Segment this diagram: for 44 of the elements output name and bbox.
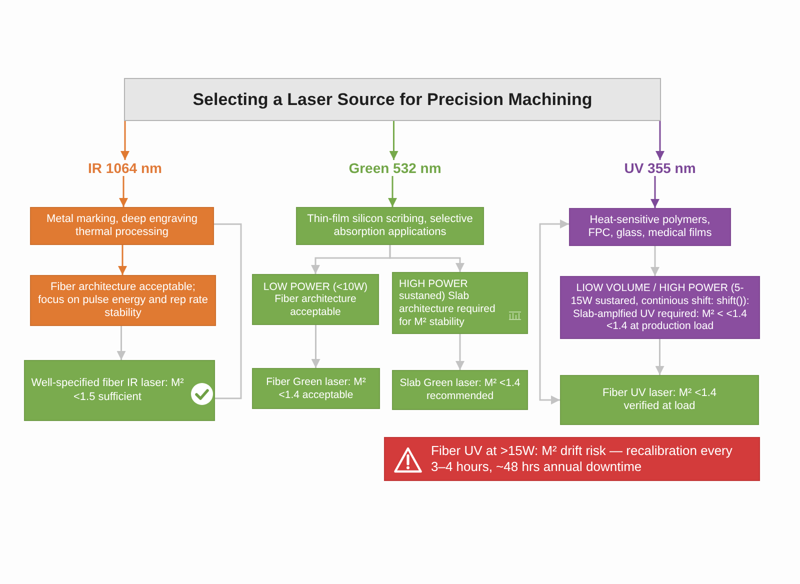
step-text: Fiber architecture acceptable; focus on pulse energy and rep rate stability [37,280,209,320]
step-text: LIOW VOLUME / HIGH POWER (5-15W sustared, continious shift: shift()): Slab-amplfied UV required: M² < <1.4 <1.4 at production load [570,282,750,333]
arrow [119,176,128,207]
arrow [650,176,660,208]
step-text: LOW POWER (<10W) Fiber architecture acceptable [262,280,369,318]
arrow [116,326,126,360]
step-text: Metal marking, deep engraving thermal processing [45,212,199,240]
wavelength-label: Green 532 nm [348,160,442,176]
arrow [389,245,464,272]
step-text: Slab Green laser: M² <1.4 recommended [399,377,521,403]
process-box [24,360,215,421]
arrow [656,121,664,160]
process-box [30,275,216,326]
arrow [120,121,130,160]
title-box [124,78,661,121]
step-text: Thin-film silicon scribing, selective absorption applications [306,212,474,240]
arrow [650,246,660,276]
arrow [539,219,569,404]
step-text: Fiber Green laser: M² <1.4 acceptable [265,376,367,402]
process-box [392,272,528,334]
arrow [655,339,664,375]
process-box [392,370,528,410]
wavelength-label: UV 355 nm [624,160,696,176]
arrow [389,121,398,160]
step-text: Heat-sensitive polymers, FPC, glass, medical films [587,214,713,240]
warning-banner [384,437,760,481]
process-box [560,276,760,339]
title-text: Selecting a Laser Source for Precision Machining [192,90,592,110]
step-text: HIGH POWER sustaned) Slab architecture required for M² stability [399,278,496,328]
warning-text: Fiber UV at >15W: M² drift risk — recalibration every 3–4 hours, ~48 hrs annual downtime [431,443,734,475]
arrow [388,176,397,207]
process-box [30,207,214,245]
connector-line [214,223,242,400]
process-box [569,208,731,246]
process-box [560,375,759,425]
arrow [118,245,127,275]
step-text: Well-specified fiber IR laser: M² <1.5 sufficient [31,377,184,404]
process-box [252,368,380,409]
process-box [252,274,379,325]
step-text: Fiber UV laser: M² <1.4 verified at load [601,386,718,414]
arrow [456,334,464,370]
process-box [296,207,484,245]
arrow [311,325,320,368]
wavelength-label: IR 1064 nm [88,160,162,176]
